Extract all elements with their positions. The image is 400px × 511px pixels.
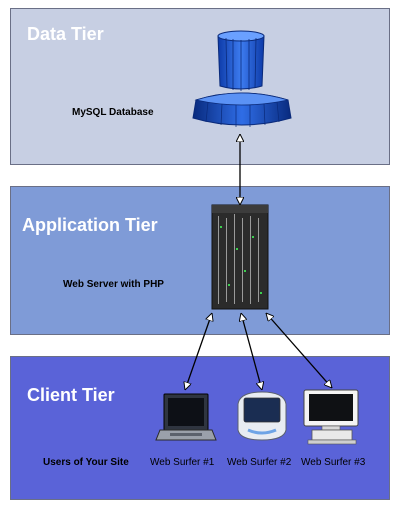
database-icon: [192, 30, 292, 127]
laptop-icon: [155, 393, 217, 441]
web-server-label: Web Server with PHP: [63, 279, 164, 290]
server-client2-connector: [241, 313, 262, 390]
mysql-database-label: MySQL Database: [72, 107, 154, 118]
data-tier-panel: Data Tier MySQL Database: [10, 8, 390, 165]
client-tier-title: Client Tier: [27, 385, 115, 405]
web-surfer-1-label: Web Surfer #1: [150, 457, 215, 468]
connectors: [185, 134, 332, 390]
application-tier-title: Application Tier: [22, 215, 158, 235]
users-of-your-site-label: Users of Your Site: [43, 457, 129, 468]
server-client1-connector: [185, 313, 212, 390]
server-client3-connector: [266, 313, 332, 388]
web-surfer-3-label: Web Surfer #3: [301, 457, 366, 468]
server-tower-icon: [211, 204, 269, 310]
crt-computer-icon: [303, 389, 359, 445]
data-tier-title: Data Tier: [27, 24, 104, 44]
imac-icon: [237, 391, 287, 441]
web-surfer-2-label: Web Surfer #2: [227, 457, 292, 468]
